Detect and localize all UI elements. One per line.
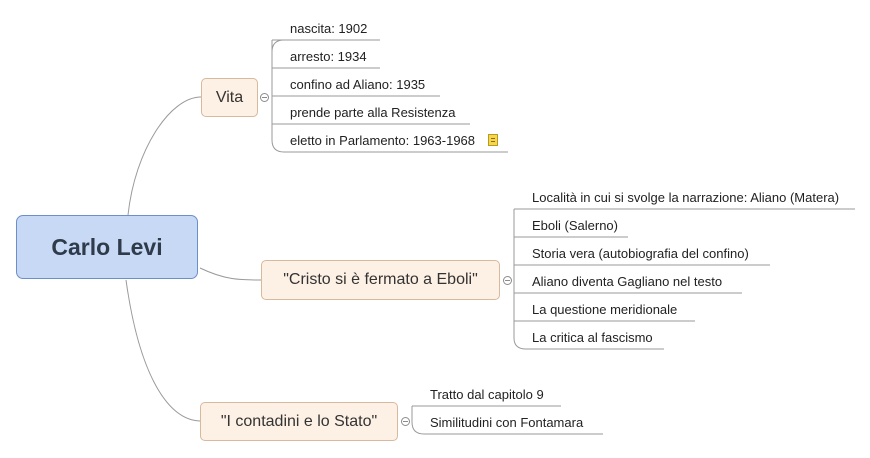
- leaf-arresto[interactable]: arresto: 1934: [290, 49, 367, 64]
- leaf-eboli[interactable]: Eboli (Salerno): [532, 218, 618, 233]
- leaf-localita[interactable]: Località in cui si svolge la narrazione:…: [532, 190, 840, 205]
- collapse-toggle-icon[interactable]: [503, 276, 512, 285]
- leaf-critica-fascismo[interactable]: La critica al fascismo: [532, 330, 653, 345]
- leaf-parlamento[interactable]: eletto in Parlamento: 1963-1968: [290, 133, 476, 148]
- collapse-toggle-icon[interactable]: [401, 417, 410, 426]
- leaf-nascita[interactable]: nascita: 1902: [290, 21, 368, 36]
- leaf-storia-vera[interactable]: Storia vera (autobiografia del confino): [532, 246, 749, 261]
- leaf-aliano-gagliano[interactable]: Aliano diventa Gagliano nel testo: [532, 274, 723, 289]
- leaf-fontamara[interactable]: Similitudini con Fontamara: [430, 415, 584, 430]
- leaf-resistenza[interactable]: prende parte alla Resistenza: [290, 105, 456, 120]
- leaf-capitolo-9[interactable]: Tratto dal capitolo 9: [430, 387, 544, 402]
- leaf-confino[interactable]: confino ad Aliano: 1935: [290, 77, 426, 92]
- leaf-questione-meridionale[interactable]: La questione meridionale: [532, 302, 678, 317]
- central-topic[interactable]: Carlo Levi: [16, 215, 198, 279]
- branch-vita[interactable]: Vita: [201, 78, 258, 117]
- branch-cristo-eboli[interactable]: "Cristo si è fermato a Eboli": [261, 260, 500, 300]
- collapse-toggle-icon[interactable]: [260, 93, 269, 102]
- branch-contadini-stato[interactable]: "I contadini e lo Stato": [200, 402, 398, 441]
- note-icon[interactable]: [488, 134, 498, 146]
